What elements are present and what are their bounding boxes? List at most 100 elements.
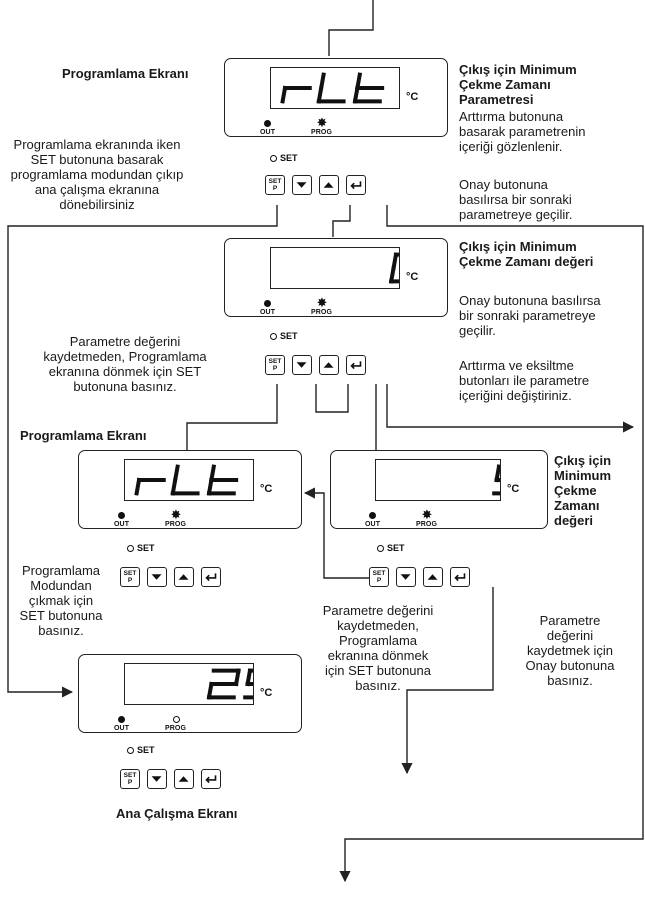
prog-lamp-blink-icon: ✸ <box>170 507 182 522</box>
set-indicator-label: SET <box>387 543 405 553</box>
display-segment <box>172 464 180 483</box>
enter-button[interactable] <box>346 175 366 195</box>
unit-celsius: °C <box>507 483 520 495</box>
triangle-down-icon <box>151 574 162 580</box>
prog-lamp-blink-icon: ✸ <box>421 507 433 522</box>
out-label: OUT <box>114 521 130 528</box>
down-button[interactable] <box>147 769 167 789</box>
display-segment <box>245 668 253 687</box>
down-button[interactable] <box>396 567 416 587</box>
enter-button[interactable] <box>201 567 221 587</box>
out-lamp <box>118 512 125 519</box>
lcd-display <box>270 67 400 109</box>
enter-arrow-icon <box>205 775 217 784</box>
prog-screen-label-2: Programlama Ekranı <box>20 428 147 443</box>
display-digits <box>492 464 500 496</box>
display-segment <box>206 477 214 496</box>
enter-arrow-icon <box>454 573 466 582</box>
set-button-label: SET <box>123 570 137 577</box>
up-button[interactable] <box>174 567 194 587</box>
p-button-label: P <box>272 365 278 372</box>
p-button-label: P <box>127 779 133 786</box>
triangle-up-icon <box>178 574 189 580</box>
set-indicator: SET <box>127 543 155 553</box>
enter-button[interactable] <box>346 355 366 375</box>
set-lamp <box>270 154 277 162</box>
set-back-line <box>186 384 278 450</box>
down-button[interactable] <box>292 175 312 195</box>
down-button[interactable] <box>147 567 167 587</box>
set-indicator: SET <box>270 153 298 163</box>
set-lamp <box>377 544 384 552</box>
triangle-up-icon <box>323 362 334 368</box>
triangle-down-icon <box>151 776 162 782</box>
display-segment <box>494 464 500 483</box>
display-digits <box>134 464 239 496</box>
out-label: OUT <box>260 129 276 136</box>
display-segment <box>316 85 324 104</box>
display-segment <box>170 477 178 496</box>
enter-button[interactable] <box>450 567 470 587</box>
enter-arrow-icon <box>350 181 362 190</box>
set-indicator-label: SET <box>280 331 298 341</box>
triangle-down-icon <box>296 362 307 368</box>
up-button[interactable] <box>319 355 339 375</box>
set-indicator: SET <box>377 543 405 553</box>
lcd-display <box>270 247 400 289</box>
display-segment <box>280 85 288 104</box>
set-button-label: SET <box>268 178 282 185</box>
enter-arrow-icon <box>350 361 362 370</box>
set-button-label: SET <box>372 570 386 577</box>
entry-line <box>328 0 374 56</box>
prog-lamp <box>173 716 180 723</box>
edit-line <box>315 384 349 413</box>
set-lamp <box>127 544 134 552</box>
display-segment <box>355 72 363 91</box>
display-segment <box>233 668 241 687</box>
save-line <box>401 587 494 775</box>
display-segment <box>134 477 142 496</box>
unit-celsius: °C <box>406 271 419 283</box>
out-label: OUT <box>365 521 381 528</box>
out-lamp <box>264 120 271 127</box>
set-lamp <box>270 332 277 340</box>
display-digits <box>280 72 385 104</box>
lcd-display <box>375 459 501 501</box>
triangle-up-icon <box>178 776 189 782</box>
enter-button[interactable] <box>201 769 221 789</box>
out-lamp <box>118 716 125 723</box>
up-button[interactable] <box>423 567 443 587</box>
lcd-display <box>124 459 254 501</box>
enter-arrow-icon <box>205 573 217 582</box>
prog-label: PROG <box>165 725 187 732</box>
down-button[interactable] <box>292 355 312 375</box>
prog-label: PROG <box>165 521 187 528</box>
set-button-label: SET <box>123 772 137 779</box>
up-button[interactable] <box>319 175 339 195</box>
prog-screen-label-1: Programlama Ekranı <box>62 66 189 81</box>
display-segment <box>388 265 396 284</box>
triangle-up-icon <box>427 574 438 580</box>
out-label: OUT <box>260 309 276 316</box>
up-button[interactable] <box>174 769 194 789</box>
display-segment <box>352 85 360 104</box>
display-segment <box>206 681 214 700</box>
unit-celsius: °C <box>260 687 273 699</box>
